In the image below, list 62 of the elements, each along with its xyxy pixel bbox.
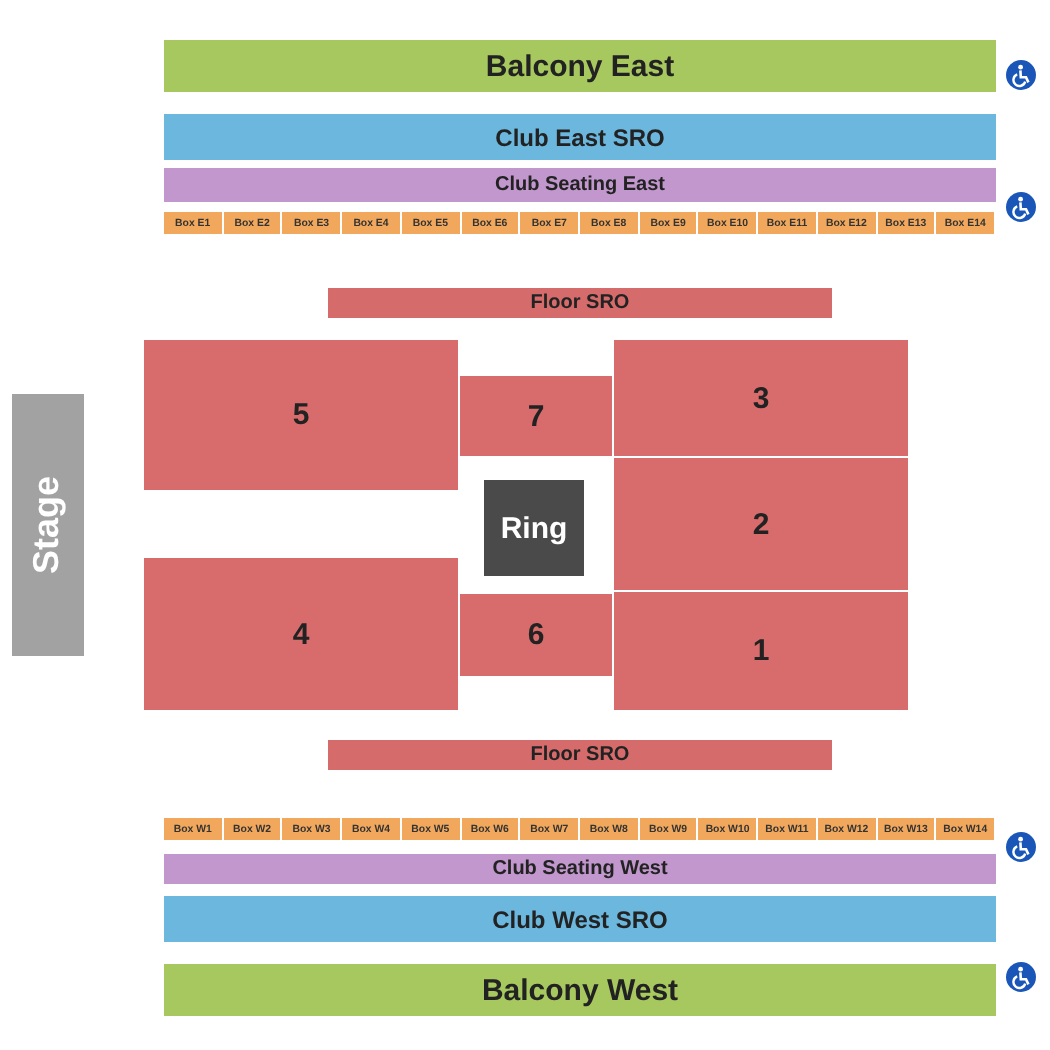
floor-section [144, 558, 458, 710]
floor-section [614, 458, 908, 590]
box-seat-section [401, 212, 460, 234]
section-label: Club West SRO [492, 905, 668, 933]
box-seat-section [580, 212, 638, 234]
box-seat-section [817, 818, 876, 840]
floor-section [614, 340, 908, 456]
section-label: 3 [752, 381, 770, 415]
section-label: 6 [527, 618, 545, 652]
section-label: 2 [752, 507, 770, 541]
box-seat-section [461, 818, 519, 840]
box-seat-section [877, 818, 935, 840]
box-seat-section [282, 212, 341, 234]
box-seat-section [401, 818, 460, 840]
standing-room-section [164, 896, 996, 942]
box-seat-section [698, 818, 757, 840]
box-seat-section [758, 212, 816, 234]
box-seat-section [461, 212, 519, 234]
box-seat-section [164, 818, 222, 840]
section-label: Club Seating West [492, 858, 668, 880]
box-seat-section [282, 818, 341, 840]
box-seat-section [936, 818, 994, 840]
standing-room-section [328, 288, 832, 318]
box-seat-section [698, 212, 757, 234]
balcony-section [164, 40, 996, 92]
section-label: Club East SRO [495, 123, 665, 151]
box-seat-section [520, 818, 578, 840]
floor-section [144, 340, 458, 490]
box-seat-section [223, 818, 281, 840]
box-seat-section [639, 212, 697, 234]
floor-section [614, 592, 908, 710]
floor-section [460, 594, 612, 676]
section-label: 5 [292, 398, 310, 432]
standing-room-section [164, 114, 996, 160]
box-seat-section [580, 818, 638, 840]
box-seat-section [342, 212, 400, 234]
box-seat-section [223, 212, 281, 234]
section-label: Floor SRO [530, 292, 630, 314]
section-label: Club Seating East [494, 174, 665, 196]
floor-section [460, 376, 612, 456]
club-seating-section [164, 168, 996, 202]
section-label: Balcony East [485, 49, 675, 83]
box-seat-section [520, 212, 578, 234]
section-label: 1 [752, 634, 770, 668]
box-seat-section [342, 818, 400, 840]
box-seat-section [936, 212, 994, 234]
section-label: Stage [27, 475, 69, 575]
box-seat-section [877, 212, 935, 234]
standing-room-section [328, 740, 832, 770]
box-seat-section [164, 212, 222, 234]
club-seating-section [164, 854, 996, 884]
box-seat-section [758, 818, 816, 840]
box-seat-section [817, 212, 876, 234]
balcony-section [164, 964, 996, 1016]
box-seat-section [639, 818, 697, 840]
stage [12, 394, 84, 656]
section-label: Ring [500, 511, 568, 545]
section-label: 7 [527, 399, 545, 433]
section-label: Balcony West [481, 973, 679, 1007]
section-label: 4 [292, 617, 310, 651]
section-label: Floor SRO [530, 744, 630, 766]
boxing-ring [484, 480, 584, 576]
